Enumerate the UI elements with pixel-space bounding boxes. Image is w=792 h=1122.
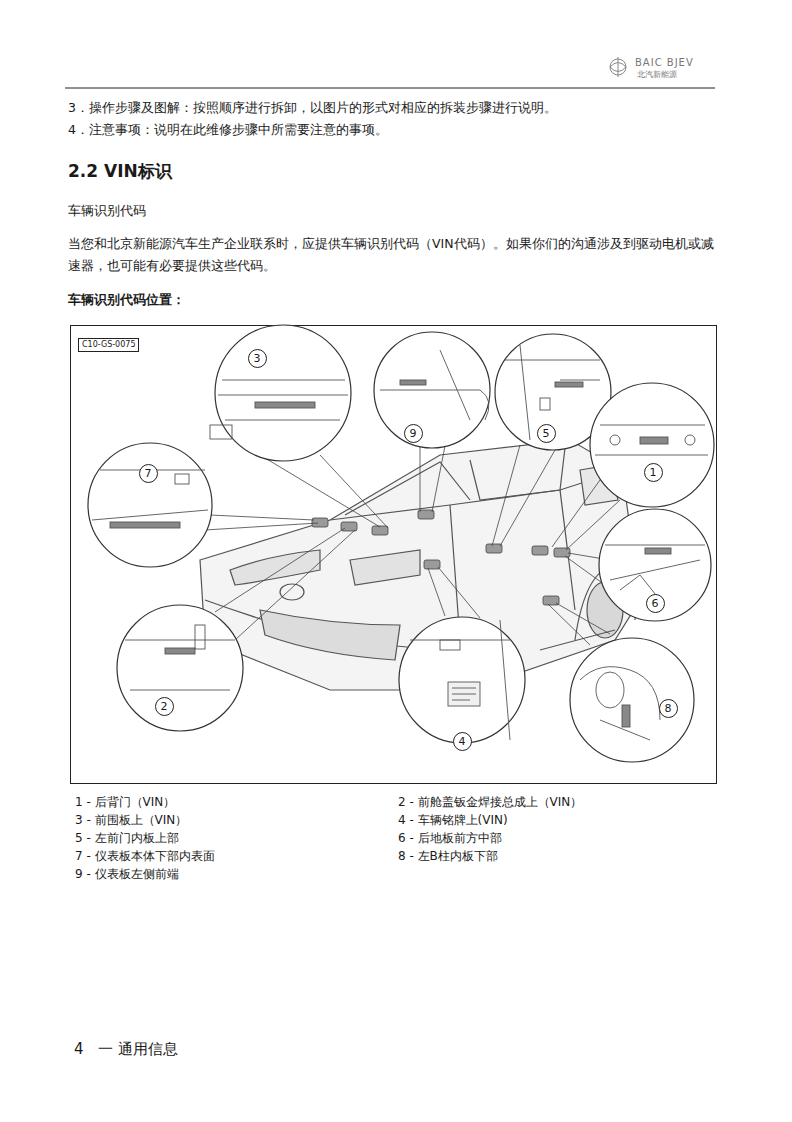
legend-item: 2 - 前舱盖钣金焊接总成上（VIN） [398, 795, 582, 811]
legend-item: 7 - 仪表板本体下部内表面 [75, 849, 215, 865]
callout-number: 7 [139, 464, 158, 483]
figure-code-box: C10-GS-0075 [78, 338, 139, 352]
body-text: 4．注意事项：说明在此维修步骤中所需要注意的事项。 [68, 122, 388, 138]
header-rule [65, 88, 715, 89]
leader-line [205, 440, 620, 645]
legend-item: 8 - 左B柱内板下部 [398, 849, 498, 865]
legend-item: 3 - 前围板上（VIN） [75, 813, 187, 829]
callout-text: 1 [650, 466, 657, 479]
callout-text: 2 [161, 700, 168, 713]
callout-number: 1 [644, 463, 663, 482]
callout-text: 7 [145, 467, 152, 480]
callout-number: 3 [248, 349, 267, 368]
logo-text: BAIC BJEV [635, 56, 694, 69]
body-text: 3．操作步骤及图解：按照顺序进行拆卸，以图片的形式对相应的拆装步骤进行说明。 [68, 100, 557, 116]
callout-number: 8 [659, 699, 678, 718]
callout-number: 6 [646, 594, 665, 613]
paragraph: 当您和北京新能源汽车生产企业联系时，应提供车辆识别代码（VIN代码）。如果你们的… [68, 233, 716, 277]
logo-text: 北汽新能源 [637, 70, 677, 80]
callout-text: 4 [459, 735, 466, 748]
detail-circle [88, 325, 714, 762]
figure-frame [71, 326, 717, 784]
legend-item: 1 - 后背门（VIN） [75, 795, 175, 811]
legend-item: 6 - 后地板前方中部 [398, 831, 502, 847]
section-heading: 2.2 VIN标识 [68, 160, 172, 182]
legend-item: 5 - 左前门内板上部 [75, 831, 179, 847]
footer-text: 一 通用信息 [98, 1040, 178, 1060]
callout-number: 5 [537, 424, 556, 443]
callout-number: 2 [155, 697, 174, 716]
legend-item: 9 - 仪表板左侧前端 [75, 867, 179, 883]
subheading: 车辆识别代码位置： [68, 292, 185, 308]
figure-code: C10-GS-0075 [82, 340, 135, 349]
legend-item: 4 - 车辆铭牌上(VIN) [398, 813, 508, 829]
logo-mark [610, 57, 626, 77]
subheading: 车辆识别代码 [68, 203, 146, 219]
callout-text: 8 [665, 702, 672, 715]
callout-text: 3 [254, 352, 261, 365]
callout-text: 6 [652, 597, 659, 610]
detail-drawing [92, 345, 708, 740]
callout-text: 5 [543, 427, 550, 440]
callout-text: 9 [410, 427, 417, 440]
page-number: 4 [74, 1040, 84, 1060]
callout-number: 9 [404, 424, 423, 443]
vin-location-marker [312, 510, 570, 605]
callout-number: 4 [453, 732, 472, 751]
